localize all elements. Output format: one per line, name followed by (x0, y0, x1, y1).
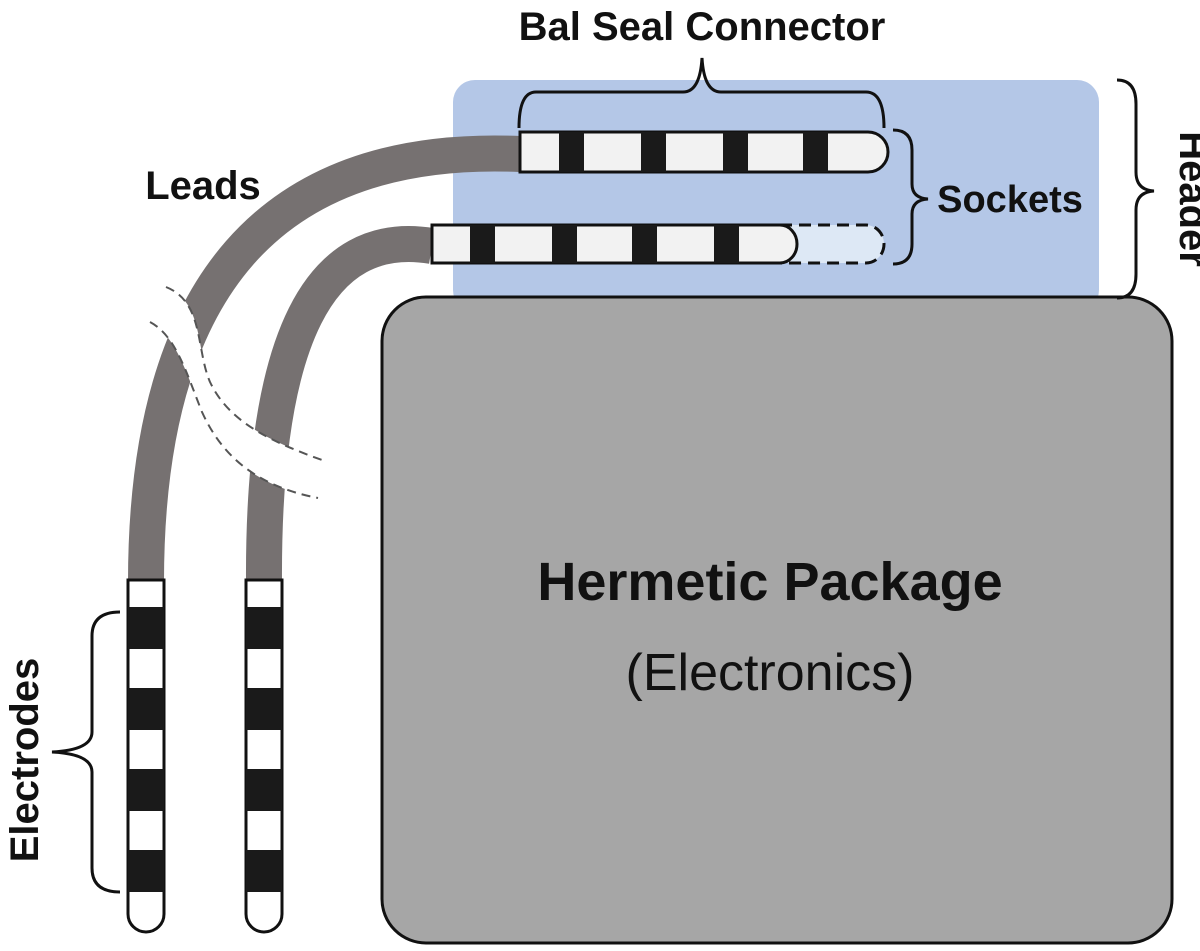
electrode (128, 769, 164, 811)
bal-seal-brace (517, 57, 886, 129)
electrode (128, 688, 164, 730)
lead-1 (128, 135, 521, 583)
lead-break-mark (149, 286, 323, 499)
connector-contact (552, 225, 577, 263)
connector-contact (714, 225, 739, 263)
electrode (246, 850, 282, 892)
bal-seal-connector-label: Bal Seal Connector (519, 5, 886, 49)
connector-contact (641, 132, 666, 172)
leads-label: Leads (145, 164, 261, 208)
connector-contact (803, 132, 828, 172)
hermetic-package (380, 295, 1174, 945)
connector-contact (632, 225, 657, 263)
package-subtitle: (Electronics) (626, 644, 915, 702)
connector-socket-top (518, 130, 890, 174)
connector-contact (559, 132, 584, 172)
lead-2 (245, 226, 435, 583)
header-label: Header (1171, 131, 1200, 267)
electrode (246, 688, 282, 730)
electrode (246, 769, 282, 811)
header-brace (1116, 78, 1155, 300)
connector-socket-bottom (430, 223, 886, 265)
sockets-label: Sockets (937, 179, 1083, 221)
electrode-array-2 (244, 578, 284, 934)
sockets-brace (892, 128, 929, 266)
connector-contact (470, 225, 495, 263)
connector-contact (723, 132, 748, 172)
electrode-array-1 (126, 578, 166, 934)
electrodes-brace (51, 610, 121, 894)
package-title: Hermetic Package (537, 552, 1002, 612)
electrodes-label: Electrodes (3, 658, 47, 863)
electrode (246, 607, 282, 649)
electrode (128, 607, 164, 649)
electrode (128, 850, 164, 892)
